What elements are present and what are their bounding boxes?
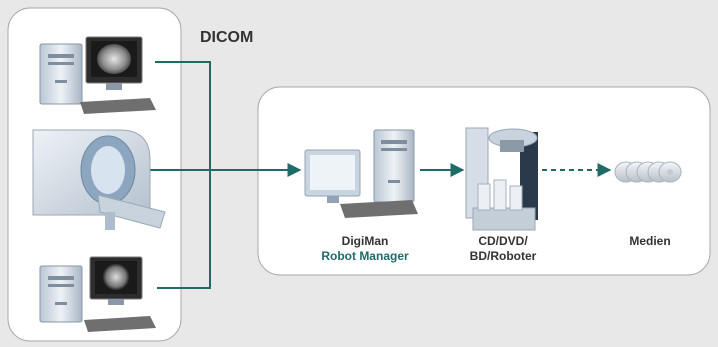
workstation-scan-icon (39, 256, 156, 332)
digiman-label-line1: DigiMan (341, 234, 389, 248)
dicom-connectors (150, 61, 612, 289)
workstation-xray-icon (39, 36, 156, 114)
dicom-label: DICOM (200, 29, 254, 46)
disc-stack-icon (614, 161, 682, 183)
digiman-pc-icon (304, 129, 418, 218)
media-label: Medien (629, 234, 671, 248)
ct-scanner-icon (32, 129, 166, 230)
digiman-label: DigiMan Robot Manager (305, 234, 425, 264)
robot-label: CD/DVD/ BD/Roboter (448, 234, 558, 264)
disc-publishing-robot-icon (465, 127, 538, 231)
robot-label-line1: CD/DVD/ (478, 234, 528, 248)
digiman-label-line2: Robot Manager (321, 249, 409, 263)
robot-label-line2: BD/Roboter (469, 249, 537, 263)
